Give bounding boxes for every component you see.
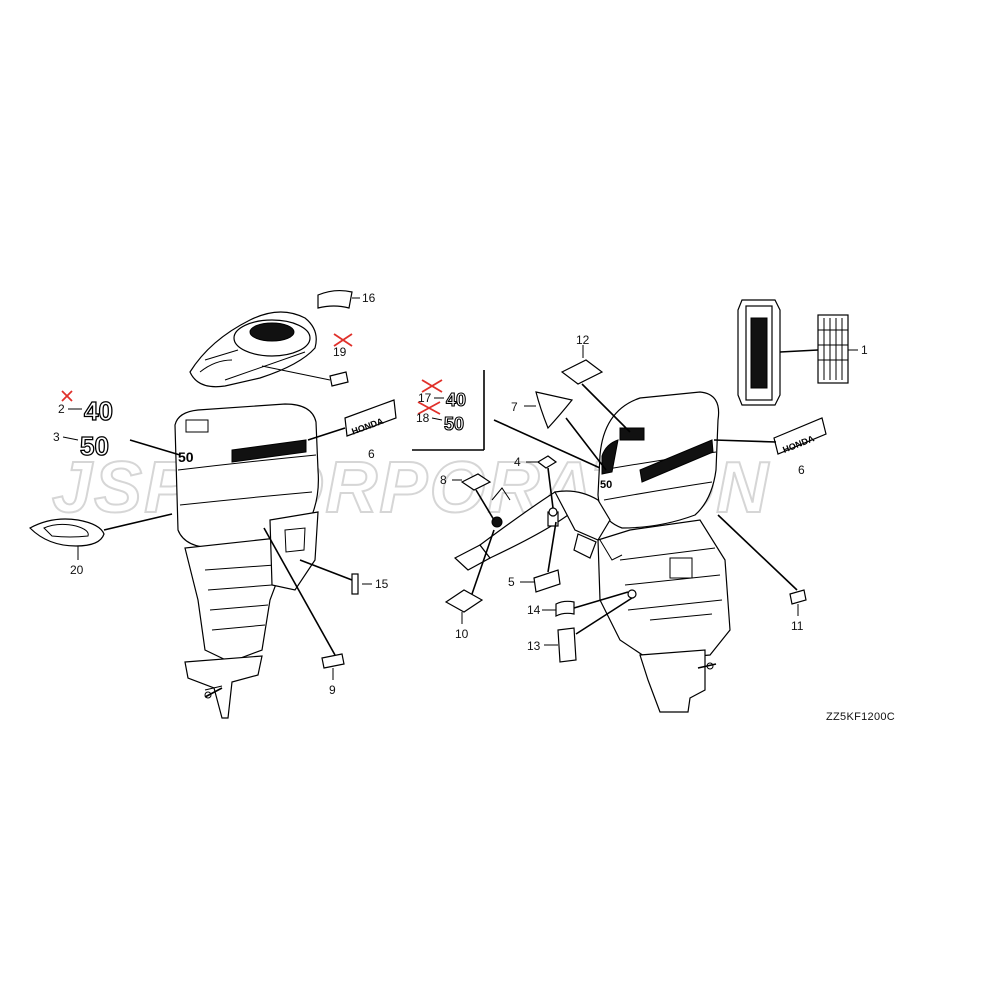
part-11-label: [789, 589, 807, 605]
part-20-gasket: [29, 518, 105, 547]
part-13-label: [557, 627, 577, 663]
callout-2: 2: [58, 402, 65, 416]
callout-11: 11: [791, 619, 804, 633]
left-outboard-engine: 50: [174, 403, 319, 719]
callout-18: 18: [416, 411, 430, 425]
badge-40: 40: [84, 396, 113, 426]
cowl-number-right: 50: [600, 479, 612, 491]
callout-3: 3: [53, 430, 60, 444]
part-10-label: [444, 589, 484, 613]
part-6-emblem-right: HONDA: [773, 417, 827, 455]
part-6-emblem-left: HONDA: [344, 399, 397, 437]
part-14-label: [555, 600, 575, 617]
part-9-label: [321, 653, 345, 669]
callout-12: 12: [576, 333, 590, 347]
right-outboard-engine: 50: [453, 391, 731, 713]
callout-5: 5: [508, 575, 515, 589]
part-12-label: [560, 359, 604, 385]
inset-badge-40: 40: [446, 390, 466, 410]
inset-box: 17 40 18 50: [412, 370, 485, 451]
drawing-code: ZZ5KF1200C: [826, 711, 895, 723]
callout-20: 20: [70, 563, 84, 577]
part-5-label: [533, 569, 561, 593]
callout-9: 9: [329, 683, 336, 697]
part-4-label: [536, 455, 558, 469]
callout-17: 17: [418, 391, 432, 405]
callout-7: 7: [511, 400, 518, 414]
part-18-marker: [417, 401, 441, 415]
callout-10: 10: [455, 627, 469, 641]
part-19-marker: [333, 333, 353, 347]
part-15-label: [351, 573, 359, 595]
part-16-sticker: [317, 289, 353, 309]
cowl-number: 50: [178, 449, 194, 465]
callout-6-right: 6: [798, 463, 805, 477]
top-cover-assembly: [189, 311, 317, 388]
callout-8: 8: [440, 473, 447, 487]
callout-13: 13: [527, 639, 541, 653]
callout-14: 14: [527, 603, 541, 617]
callout-16: 16: [362, 291, 376, 305]
part-17-marker: [421, 379, 443, 393]
part-1-decal: [737, 299, 849, 406]
part-19-label: [329, 371, 349, 387]
callout-19: 19: [333, 345, 347, 359]
callout-6-left: 6: [368, 447, 375, 461]
part-8-label: [460, 473, 492, 491]
part-7-label: [535, 391, 574, 430]
badge-50: 50: [80, 431, 109, 461]
part-2-marker: [61, 390, 73, 402]
inset-badge-50: 50: [444, 414, 464, 434]
callout-4: 4: [514, 455, 521, 469]
callout-1: 1: [861, 343, 868, 357]
callout-15: 15: [375, 577, 389, 591]
